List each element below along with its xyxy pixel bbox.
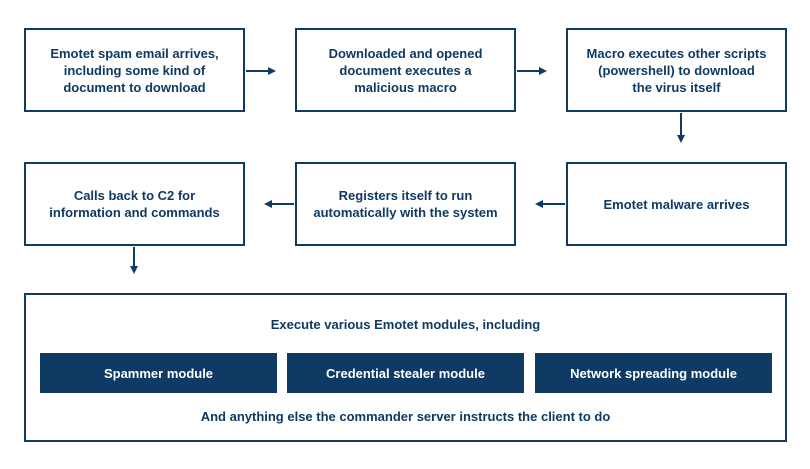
step-spam-email-box: Emotet spam email arrives, including som… — [24, 28, 245, 112]
modules-title: Execute various Emotet modules, includin… — [270, 317, 541, 332]
step-registers-itself-label: Registers itself to run automatically wi… — [313, 188, 498, 220]
step-calls-c2-box: Calls back to C2 for information and com… — [24, 162, 245, 246]
step-spam-email-label: Emotet spam email arrives, including som… — [50, 45, 219, 95]
step-macro-document-box: Downloaded and opened document executes … — [295, 28, 516, 112]
step-malware-arrives-label: Emotet malware arrives — [603, 196, 750, 212]
credential-stealer-module: Credential stealer module — [287, 353, 524, 393]
modules-container: Execute various Emotet modules, includin… — [24, 293, 787, 442]
step-calls-c2-label: Calls back to C2 for information and com… — [49, 188, 220, 220]
step-macro-document-label: Downloaded and opened document executes … — [328, 45, 483, 95]
step-malware-arrives-box: Emotet malware arrives — [566, 162, 787, 246]
step-registers-itself-box: Registers itself to run automatically wi… — [295, 162, 516, 246]
step-download-virus-label: Macro executes other scripts (powershell… — [586, 45, 767, 95]
step-download-virus-box: Macro executes other scripts (powershell… — [566, 28, 787, 112]
modules-footer: And anything else the commander server i… — [200, 409, 611, 424]
spammer-module: Spammer module — [40, 353, 277, 393]
network-spreading-module: Network spreading module — [535, 353, 772, 393]
